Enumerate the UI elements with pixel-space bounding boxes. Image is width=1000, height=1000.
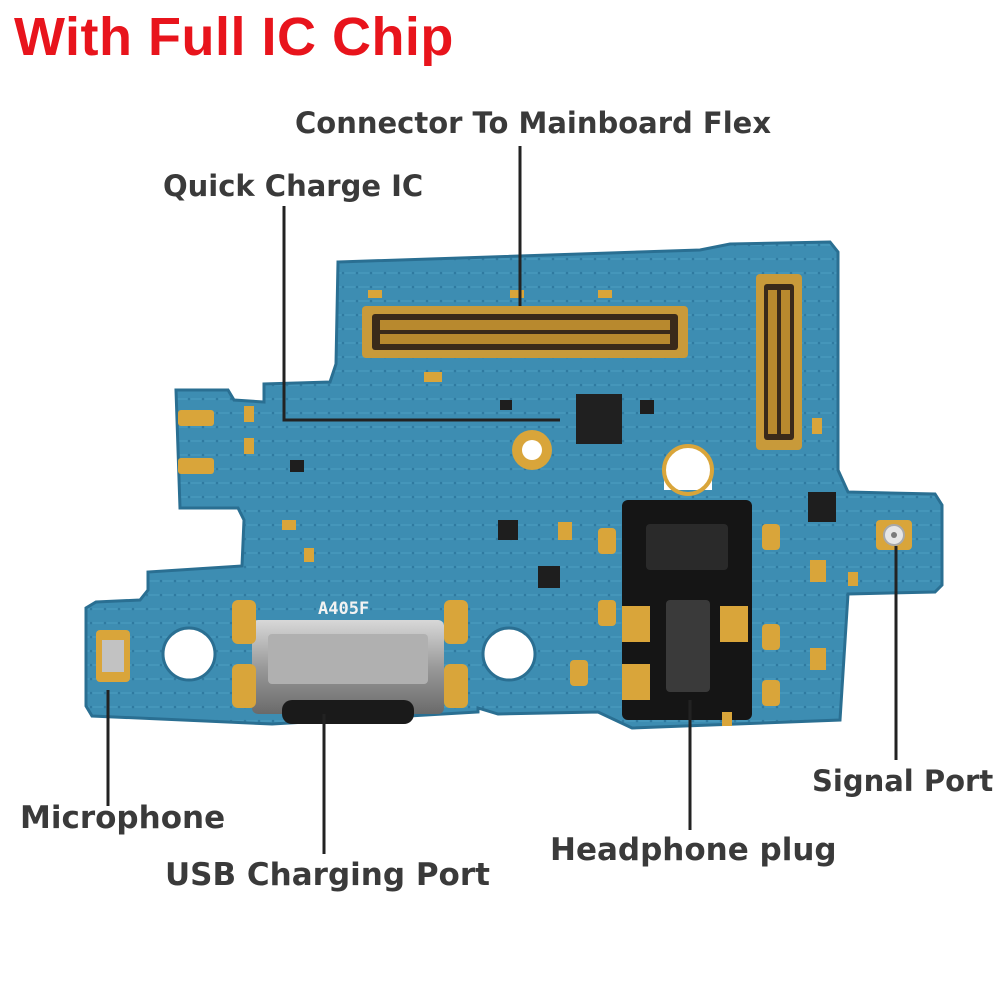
callout-quick-charge-ic: Quick Charge IC bbox=[163, 169, 424, 203]
callout-connector-to-mainboard-flex: Connector To Mainboard Flex bbox=[295, 106, 772, 140]
mainboard-flex-connector-vertical bbox=[756, 274, 802, 450]
callout-microphone: Microphone bbox=[20, 800, 226, 836]
usb-c-port bbox=[232, 600, 468, 724]
silkscreen-model: A405F bbox=[318, 599, 369, 619]
callout-signal-port: Signal Port bbox=[812, 764, 994, 798]
headphone-jack bbox=[622, 500, 752, 726]
mainboard-flex-connector-horizontal bbox=[362, 306, 688, 358]
leader-lines bbox=[106, 146, 898, 854]
callout-headphone-plug: Headphone plug bbox=[550, 832, 837, 868]
microphone-component bbox=[96, 630, 130, 682]
headline-title: With Full IC Chip bbox=[14, 7, 454, 67]
quick-charge-ic bbox=[576, 394, 622, 444]
callout-usb-charging-port: USB Charging Port bbox=[165, 857, 490, 893]
signal-port bbox=[876, 520, 912, 550]
